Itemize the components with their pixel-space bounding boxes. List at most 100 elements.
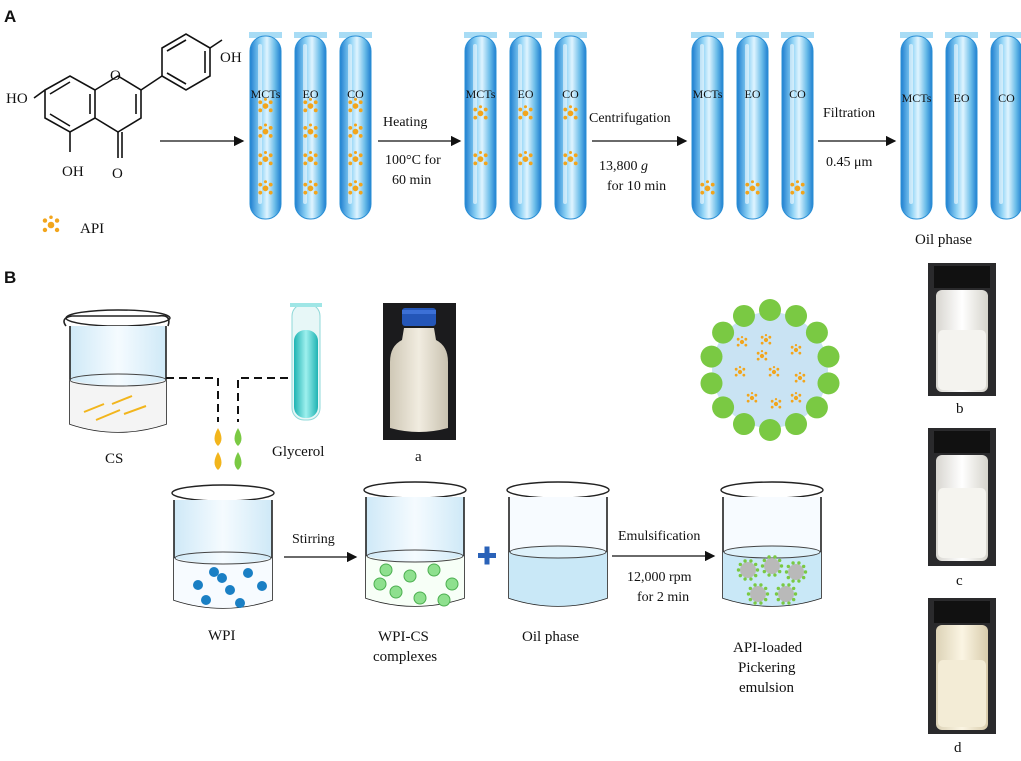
droplet-core [740,562,756,578]
complex-particle [403,569,417,583]
shell-particle [791,579,795,583]
shell-particle [797,561,801,565]
droplet-core [750,586,766,602]
shell-particle [748,586,753,591]
oil-beaker [506,481,610,607]
tube-highlight [303,44,307,204]
centrifugation-speed-value: 13,800 [599,159,641,174]
tube-highlight [954,44,958,204]
tube-body [294,35,327,220]
droplet-core [764,558,780,574]
complex-label-line2: complexes [373,649,437,665]
tube-label: CO [562,87,579,101]
emulsion-droplet [760,555,784,577]
emulsification-time: for 2 min [637,590,689,605]
tube-label: MCTs [251,87,281,101]
step-centrifugation-name: Centrifugation [589,111,671,126]
shell-particle [791,561,795,565]
emulsion-droplet [746,583,770,605]
shell-particle [776,586,781,591]
step-centrifugation-speed: 13,800 g [599,159,648,174]
photo-c-vial [928,428,996,566]
step-heating-temp: 100°C for [385,153,441,168]
wpi-particles [193,567,267,608]
tube-rim [990,32,1021,38]
shell-particle [805,321,828,344]
tube-rim [945,32,978,38]
tube-label: EO [745,87,761,101]
shell-particle [763,597,768,602]
shell-particle [762,569,767,574]
tube-body [339,35,372,220]
cs-beaker [63,309,171,433]
shell-particle [817,345,840,368]
shell-particle [777,558,782,563]
tube-body [900,35,933,220]
panel-letter-b: B [4,268,16,287]
shell-particle [786,575,791,580]
wpi-particle [243,568,253,578]
dashed-connectors [166,377,288,422]
shell-particle [763,586,768,591]
shell-particle [801,564,806,569]
tube-rim [554,32,587,38]
shell-particle [753,573,758,578]
test-tube: EO [736,32,769,220]
shell-particle [746,592,751,596]
test-tube: MCTs [249,32,282,220]
complex-particle [379,563,393,577]
shell-particle [732,304,755,327]
test-tube: MCTs [691,32,724,220]
shell-particle [793,592,798,596]
test-tube: CO [990,32,1021,220]
emulsion-droplets [736,555,808,605]
shell-particle [797,579,801,583]
shell-particle [759,419,781,441]
complex-particle [389,585,403,599]
api-legend-label: API [80,221,104,237]
result-label-line2: Pickering [738,660,796,676]
shell-particle [755,568,760,572]
photo-d-label: d [954,740,962,756]
step-filtration-name: Filtration [823,106,875,121]
tube-body [691,35,724,220]
tube-body [945,35,978,220]
centrifugation-speed-unit: g [641,159,648,174]
test-tube: MCTs [464,32,497,220]
shell-particle [738,562,743,567]
test-tube: CO [781,32,814,220]
tube-label: EO [518,87,534,101]
shell-particle [767,555,771,559]
glycerol-tube [290,303,322,421]
shell-particle [776,597,781,602]
shell-particle [787,583,791,587]
tube-body [781,35,814,220]
shell-particle [759,601,763,605]
droplets [214,428,242,470]
shell-particle [753,583,757,587]
wpi-particle [257,581,267,591]
wpi-particle [217,573,227,583]
shell-particle [787,601,791,605]
shell-particle [748,597,753,602]
shell-particle [700,372,723,395]
step-centrifugation-time: for 10 min [607,179,666,194]
wpi-particle [209,567,219,577]
tube-group-2: MCTs EO CO [464,32,587,220]
tube-rim [691,32,724,38]
tube-label: MCTs [466,87,496,101]
shell-particle [781,601,785,605]
result-label-line3: emulsion [739,680,794,696]
plus-icon [478,546,496,565]
wpi-label: WPI [208,628,236,644]
photo-d-vial [928,598,996,734]
tube-rim [509,32,542,38]
shell-particle [759,583,763,587]
step-filtration-pore: 0.45 μm [826,155,873,170]
shell-particle [700,345,723,368]
tube-label: MCTs [902,91,932,105]
cs-label: CS [105,451,123,467]
shell-particle [773,573,777,577]
